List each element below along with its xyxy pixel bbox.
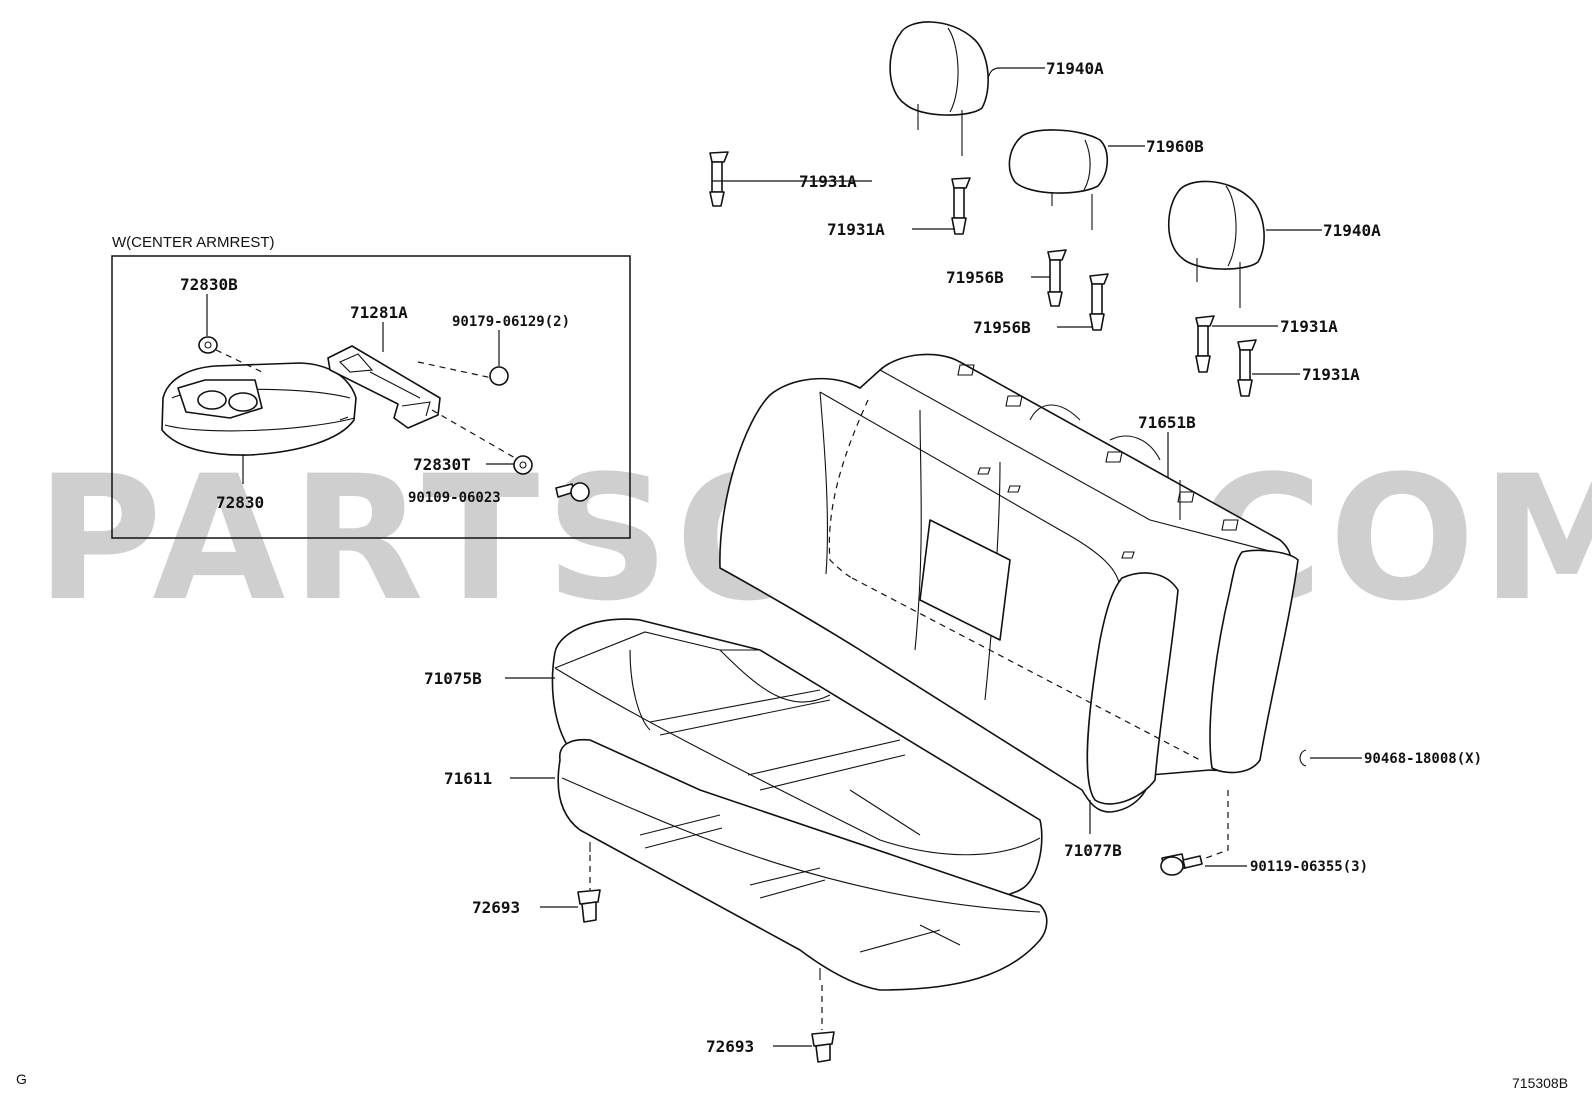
corner-right-text: 715308B xyxy=(1512,1075,1568,1091)
label-headrest-right: 71940A xyxy=(1323,221,1381,240)
inset-frame xyxy=(111,255,631,539)
support-right-2-illustration xyxy=(1237,339,1257,397)
label-back-cover: 71077B xyxy=(1064,841,1122,860)
clip-upper-illustration xyxy=(577,889,601,923)
label-clip-lower: 72693 xyxy=(706,1037,754,1056)
screw-illustration xyxy=(489,366,509,386)
bolt-small-illustration xyxy=(555,482,590,502)
armrest-illustration xyxy=(161,362,357,456)
label-cushion-pad: 71611 xyxy=(444,769,492,788)
hog-ring-illustration xyxy=(1299,749,1307,767)
label-armrest-bolt: 90109-06023 xyxy=(408,490,501,506)
center-armrest-inset: W(CENTER ARMREST) xyxy=(111,234,631,539)
label-headrest-center: 71960B xyxy=(1146,137,1204,156)
clip-lower-illustration xyxy=(811,1031,835,1063)
label-support-center-1: 71956B xyxy=(946,268,1004,287)
support-left-1-illustration xyxy=(709,151,729,207)
hinge-illustration xyxy=(327,345,441,429)
inset-title: W(CENTER ARMREST) xyxy=(112,234,275,251)
dash-stopper-b xyxy=(215,349,263,373)
label-armrest-hinge: 71281A xyxy=(350,303,408,322)
label-clip-upper: 72693 xyxy=(472,898,520,917)
support-left-2-illustration xyxy=(951,177,971,235)
label-bolt: 90119-06355(3) xyxy=(1250,859,1368,875)
label-support-right-2: 71931A xyxy=(1302,365,1360,384)
stopper-t-illustration xyxy=(513,455,533,475)
headrest-left-illustration xyxy=(889,21,989,156)
bolt-illustration xyxy=(1160,853,1203,876)
seat-back-illustration xyxy=(719,353,1299,813)
label-hog-ring: 90468-18008(X) xyxy=(1364,751,1482,767)
label-support-center-2: 71956B xyxy=(973,318,1031,337)
leader-headrest-left xyxy=(987,67,1045,79)
label-armrest-screw: 90179-06129(2) xyxy=(452,314,570,330)
label-support-left-2: 71931A xyxy=(827,220,885,239)
label-support-right-1: 71931A xyxy=(1280,317,1338,336)
cushion-cover-illustration xyxy=(551,618,1043,902)
label-cushion-cover: 71075B xyxy=(424,669,482,688)
label-armrest-stopper-b: 72830B xyxy=(180,275,238,294)
support-center-2-illustration xyxy=(1089,273,1109,331)
dash-screw xyxy=(417,361,493,379)
label-support-left-1: 71931A xyxy=(799,172,857,191)
dash-bolt-main xyxy=(1205,790,1229,859)
label-armrest: 72830 xyxy=(216,493,264,512)
headrest-center-illustration xyxy=(1008,129,1109,230)
support-right-1-illustration xyxy=(1195,315,1215,373)
support-center-1-illustration xyxy=(1047,249,1067,307)
headrest-right-illustration xyxy=(1168,180,1265,308)
dash-back-left xyxy=(828,399,869,579)
cushion-pad-illustration xyxy=(557,738,1048,991)
label-back-frame: 71651B xyxy=(1138,413,1196,432)
stopper-b-illustration xyxy=(198,336,218,354)
corner-left-text: G xyxy=(16,1071,27,1087)
label-headrest-left: 71940A xyxy=(1046,59,1104,78)
label-armrest-stopper-t: 72830T xyxy=(413,455,471,474)
